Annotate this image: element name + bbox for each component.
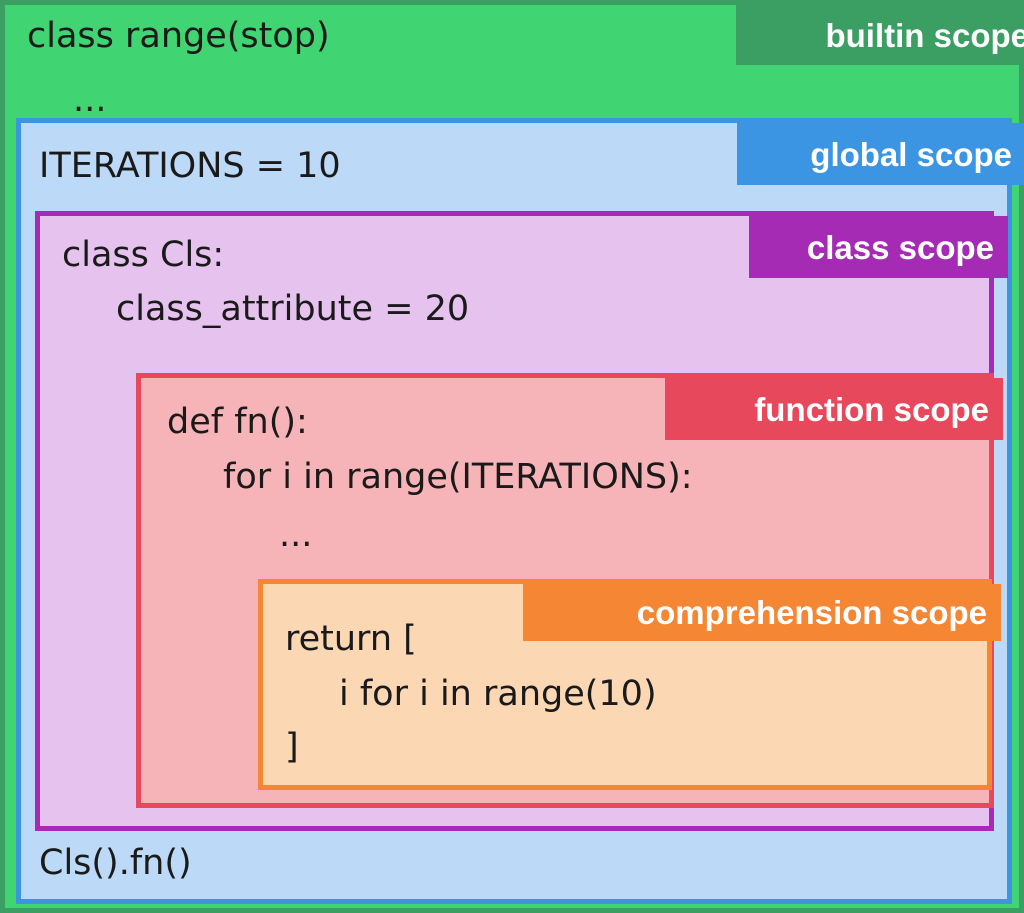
- code-line-function-ellipsis: ...: [279, 515, 313, 555]
- code-line-comprehension-close: ]: [285, 727, 299, 767]
- scope-label-builtin: builtin scope: [736, 5, 1024, 65]
- scope-label-comprehension: comprehension scope: [523, 584, 1001, 641]
- code-line-global-iterations: ITERATIONS = 10: [39, 146, 341, 186]
- scope-box-class: class scope class Cls: class_attribute =…: [35, 211, 1008, 831]
- code-line-class-attribute: class_attribute = 20: [116, 289, 470, 329]
- code-line-comprehension-return: return [: [285, 619, 417, 659]
- code-line-global-call: Cls().fn(): [39, 843, 192, 883]
- scope-box-comprehension: comprehension scope return [ i for i in …: [258, 579, 1001, 790]
- code-line-builtin-class-range: class range(stop): [27, 16, 330, 56]
- code-line-function-def-fn: def fn():: [167, 402, 308, 442]
- code-line-comprehension-expr: i for i in range(10): [339, 674, 657, 714]
- scope-box-global: global scope ITERATIONS = 10 class scope…: [16, 118, 1024, 904]
- code-line-function-for-loop: for i in range(ITERATIONS):: [223, 457, 693, 497]
- code-line-builtin-ellipsis: ...: [73, 80, 107, 120]
- code-line-class-def: class Cls:: [62, 235, 225, 275]
- scope-label-function: function scope: [665, 378, 1003, 440]
- scope-box-function: function scope def fn(): for i in range(…: [136, 373, 1003, 808]
- scope-label-class: class scope: [749, 216, 1008, 278]
- scope-label-global: global scope: [737, 123, 1024, 185]
